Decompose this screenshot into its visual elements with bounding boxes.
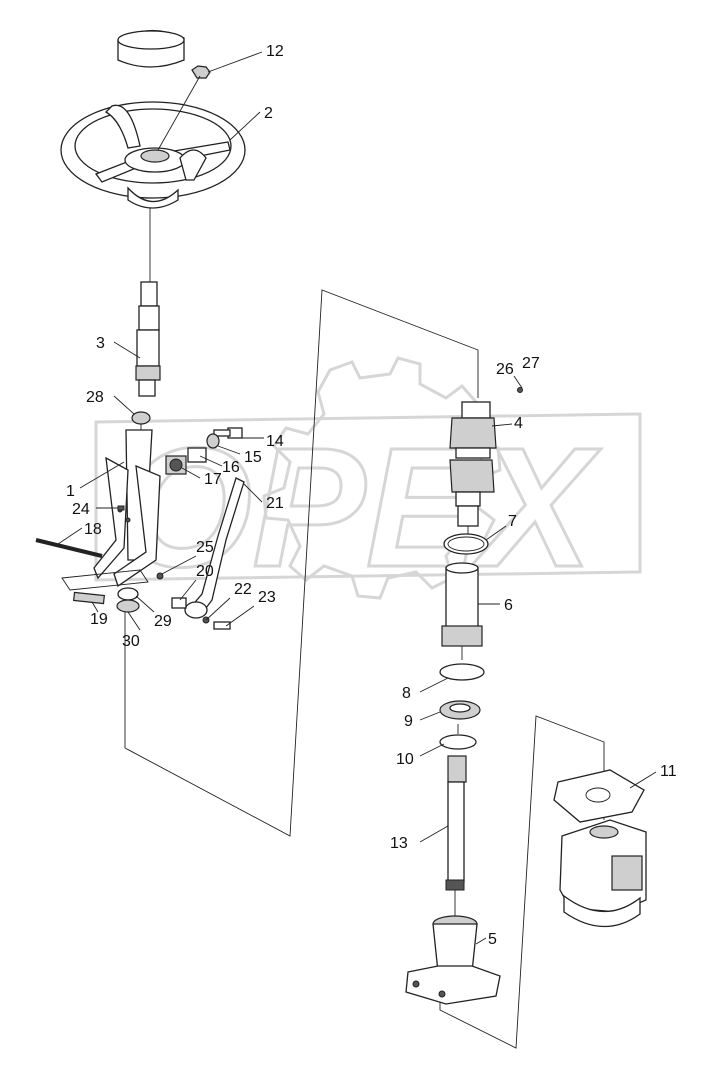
- callout-15: 15: [244, 449, 262, 466]
- part-4-universal-joint: [449, 401, 497, 527]
- part-11-steering-unit: [559, 819, 647, 928]
- callout-4: 4: [514, 415, 523, 432]
- part-8-snap-ring: [439, 663, 485, 681]
- callout-18: 18: [84, 521, 102, 538]
- callout-22: 22: [234, 581, 252, 598]
- callout-8: 8: [402, 685, 411, 702]
- callout-3: 3: [96, 335, 105, 352]
- callout-17: 17: [204, 471, 222, 488]
- part-2-steering-wheel: [60, 101, 246, 209]
- part-7-snap-ring: [443, 533, 489, 555]
- part-20-bushing: [171, 597, 187, 609]
- watermark-brand-text: OPEX: [120, 413, 601, 603]
- part-9-bearing: [439, 700, 481, 720]
- callout-12: 12: [266, 43, 284, 60]
- callout-30: 30: [122, 633, 140, 650]
- part-24-bracket: [117, 505, 125, 511]
- watermark-gear-logo: OPEX: [94, 356, 642, 605]
- callout-25: 25: [196, 539, 214, 556]
- callout-6: 6: [504, 597, 513, 614]
- callout-2: 2: [264, 105, 273, 122]
- callout-21: 21: [266, 495, 284, 512]
- callout-27: 27: [522, 355, 540, 372]
- callout-10: 10: [396, 751, 414, 768]
- callout-5: 5: [488, 931, 497, 948]
- part-28-bushing: [131, 411, 151, 425]
- callout-29: 29: [154, 613, 172, 630]
- part-21-lever: [184, 477, 245, 619]
- part-6-sleeve: [441, 562, 483, 647]
- callout-1: 1: [66, 483, 75, 500]
- callout-26: 26: [496, 361, 514, 378]
- callout-13: 13: [390, 835, 408, 852]
- callout-19: 19: [90, 611, 108, 628]
- part-5-column-housing: [405, 915, 501, 1005]
- callout-7: 7: [508, 513, 517, 530]
- callout-11: 11: [660, 763, 677, 780]
- part-1-column-bracket: [61, 429, 161, 591]
- part-10-snap-ring: [439, 734, 477, 750]
- callout-24: 24: [72, 501, 90, 518]
- part-30-washer: [116, 599, 140, 613]
- callout-16: 16: [222, 459, 240, 476]
- part-12-nut: [191, 65, 211, 79]
- part-18-pin: [35, 538, 103, 558]
- part-26-27-screw: [517, 387, 523, 393]
- part-19-pin: [73, 591, 105, 605]
- part-23-bolt: [213, 621, 231, 630]
- part-29-washer: [117, 587, 139, 601]
- callout-28: 28: [86, 389, 104, 406]
- callout-labels: 12 2 3 28 14 15 16 17 1 21 24 18 25 20 2…: [66, 43, 677, 948]
- part-13-splined-shaft: [445, 755, 467, 891]
- callout-14: 14: [266, 433, 284, 450]
- part-15-washer: [206, 433, 220, 449]
- callout-9: 9: [404, 713, 413, 730]
- steering-wheel-cap: [117, 29, 185, 68]
- explosion-lines: [124, 208, 605, 1049]
- part-3-steering-shaft: [135, 281, 161, 397]
- part-17-bushing: [165, 455, 187, 475]
- callout-23: 23: [258, 589, 276, 606]
- part-16-bushing: [187, 447, 207, 463]
- part-11-gasket: [553, 769, 645, 823]
- part-25-screw: [156, 572, 164, 580]
- leader-lines: [57, 51, 657, 945]
- callout-20: 20: [196, 563, 214, 580]
- part-14-bolt: [213, 427, 243, 439]
